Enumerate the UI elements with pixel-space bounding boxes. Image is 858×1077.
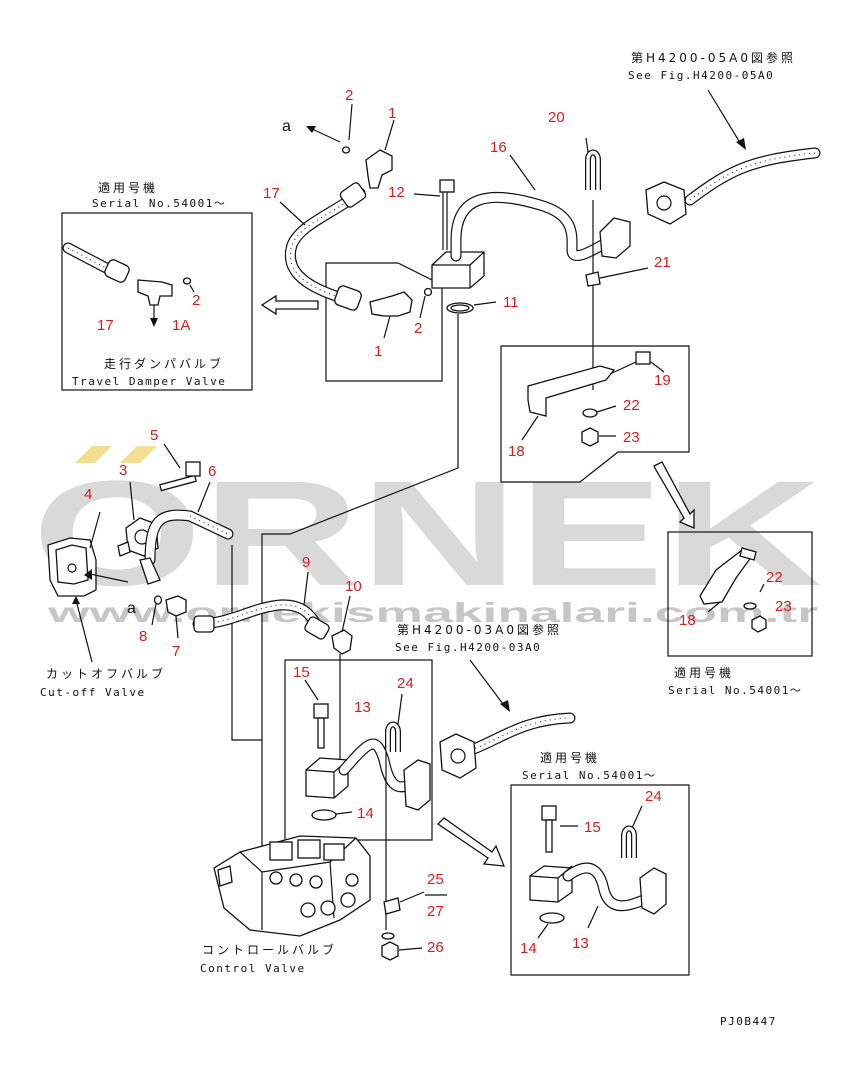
inset-bottom-serial: 適用号機 Serial No.54001～ 24 15 14 13 xyxy=(510,750,690,976)
callout-2: 2 xyxy=(192,292,200,309)
hollow-arrow-bottom xyxy=(436,817,506,867)
hose-top-right: 第H4200-05A0図参照 See Fig.H4200-05A0 xyxy=(628,50,821,225)
callout-13-bottom: 13 xyxy=(572,935,589,952)
view-mark-a-mid: a xyxy=(127,600,136,617)
o-ring-icon xyxy=(182,277,192,285)
callout-27: 27 xyxy=(427,903,444,920)
detail-box-fittings xyxy=(325,262,443,382)
callout-1A: 1A xyxy=(172,317,190,334)
cutoff-valve-assembly: a 4 3 5 6 8 7 カットオフバルブ Cut-off Valve xyxy=(40,427,234,699)
callout-12: 12 xyxy=(388,184,405,201)
cutoff-valve-jp: カットオフバルブ xyxy=(46,666,166,681)
callout-8: 8 xyxy=(139,628,147,645)
callout-10: 10 xyxy=(345,578,362,595)
callout-25: 25 xyxy=(427,871,444,888)
serial-top-left-en: Serial No.54001～ xyxy=(92,197,226,210)
callout-5: 5 xyxy=(150,427,158,444)
callout-22-top: 22 xyxy=(623,397,640,414)
callout-19: 19 xyxy=(654,372,671,389)
callout-22-right: 22 xyxy=(766,569,783,586)
callout-11: 11 xyxy=(503,294,519,311)
tube-16: 16 xyxy=(450,139,631,262)
callout-23-right: 23 xyxy=(775,598,792,615)
callout-18-right: 18 xyxy=(679,612,696,629)
serial-bottom-en: Serial No.54001～ xyxy=(522,769,656,782)
callout-14-bottom: 14 xyxy=(520,940,537,957)
u-bolt-20: 20 xyxy=(548,109,601,390)
callout-20: 20 xyxy=(548,109,565,126)
callout-1-top: 1 xyxy=(388,105,396,122)
travel-damper-jp: 走行ダンパバルブ xyxy=(104,356,224,371)
watermark-accent-right xyxy=(120,446,157,463)
callout-2-top: 2 xyxy=(345,87,353,104)
ref-mid-jp: 第H4200-03A0図参照 xyxy=(397,622,562,637)
block-assembly: 12 11 xyxy=(388,179,519,420)
view-a-top: a xyxy=(282,118,341,143)
serial-bottom-jp: 適用号機 xyxy=(540,750,600,765)
watermark-accent-left xyxy=(75,446,112,463)
callout-26: 26 xyxy=(427,939,444,956)
callout-7: 7 xyxy=(172,643,180,660)
control-valve-jp: コントロールバルブ xyxy=(202,942,337,957)
callout-24-bottom: 24 xyxy=(645,788,662,805)
hollow-arrow-down-right xyxy=(653,461,695,529)
callout-4: 4 xyxy=(84,486,92,503)
detail-box-middle: 15 13 24 14 xyxy=(284,659,433,930)
callout-15-bottom: 15 xyxy=(584,819,601,836)
bracket-detail-box: 19 22 23 18 xyxy=(500,345,690,483)
hose-9: 9 10 xyxy=(192,554,362,770)
callout-17-top: 17 xyxy=(263,185,280,202)
callout-2-box: 2 xyxy=(414,320,422,337)
callout-13-mid: 13 xyxy=(354,699,371,716)
callout-18-top: 18 xyxy=(508,443,525,460)
serial-top-left-jp: 適用号機 xyxy=(98,180,158,195)
callout-1-box: 1 xyxy=(374,343,382,360)
callout-21: 21 xyxy=(654,254,671,271)
ref-top-en: See Fig.H4200-05A0 xyxy=(628,69,774,82)
ref-mid-en: See Fig.H4200-03A0 xyxy=(395,641,541,654)
inset-bracket-serial: 18 22 23 適用号機 Serial No.54001～ xyxy=(667,531,813,697)
hose-17: 17 xyxy=(263,182,367,311)
drawing-code: PJ0B447 xyxy=(720,1015,777,1028)
hose-mid-ref: 第H4200-03A0図参照 See Fig.H4200-03A0 xyxy=(395,622,576,779)
callout-17: 17 xyxy=(97,317,114,334)
view-mark-a-top: a xyxy=(282,118,291,135)
callout-3: 3 xyxy=(119,462,127,479)
control-valve-en: Control Valve xyxy=(200,962,306,975)
callout-15-mid: 15 xyxy=(293,664,310,681)
ref-top-jp: 第H4200-05A0図参照 xyxy=(631,50,796,65)
callout-6: 6 xyxy=(208,463,216,480)
inset-travel-damper: 適用号機 Serial No.54001～ 17 1A 2 走行ダンパバルブ T… xyxy=(61,180,253,391)
travel-damper-en: Travel Damper Valve xyxy=(72,375,226,388)
callout-14-mid: 14 xyxy=(357,805,374,822)
serial-right-en: Serial No.54001～ xyxy=(668,684,802,697)
cutoff-valve-en: Cut-off Valve xyxy=(40,686,146,699)
callout-16: 16 xyxy=(490,139,507,156)
callout-23-top: 23 xyxy=(623,429,640,446)
control-valve: コントロールバルブ Control Valve xyxy=(200,835,371,975)
serial-right-jp: 適用号機 xyxy=(674,665,734,680)
callout-9: 9 xyxy=(302,554,310,571)
callout-24-mid: 24 xyxy=(397,675,414,692)
watermark-brand: ORNEK xyxy=(32,449,822,617)
hollow-arrow-left xyxy=(260,294,319,316)
